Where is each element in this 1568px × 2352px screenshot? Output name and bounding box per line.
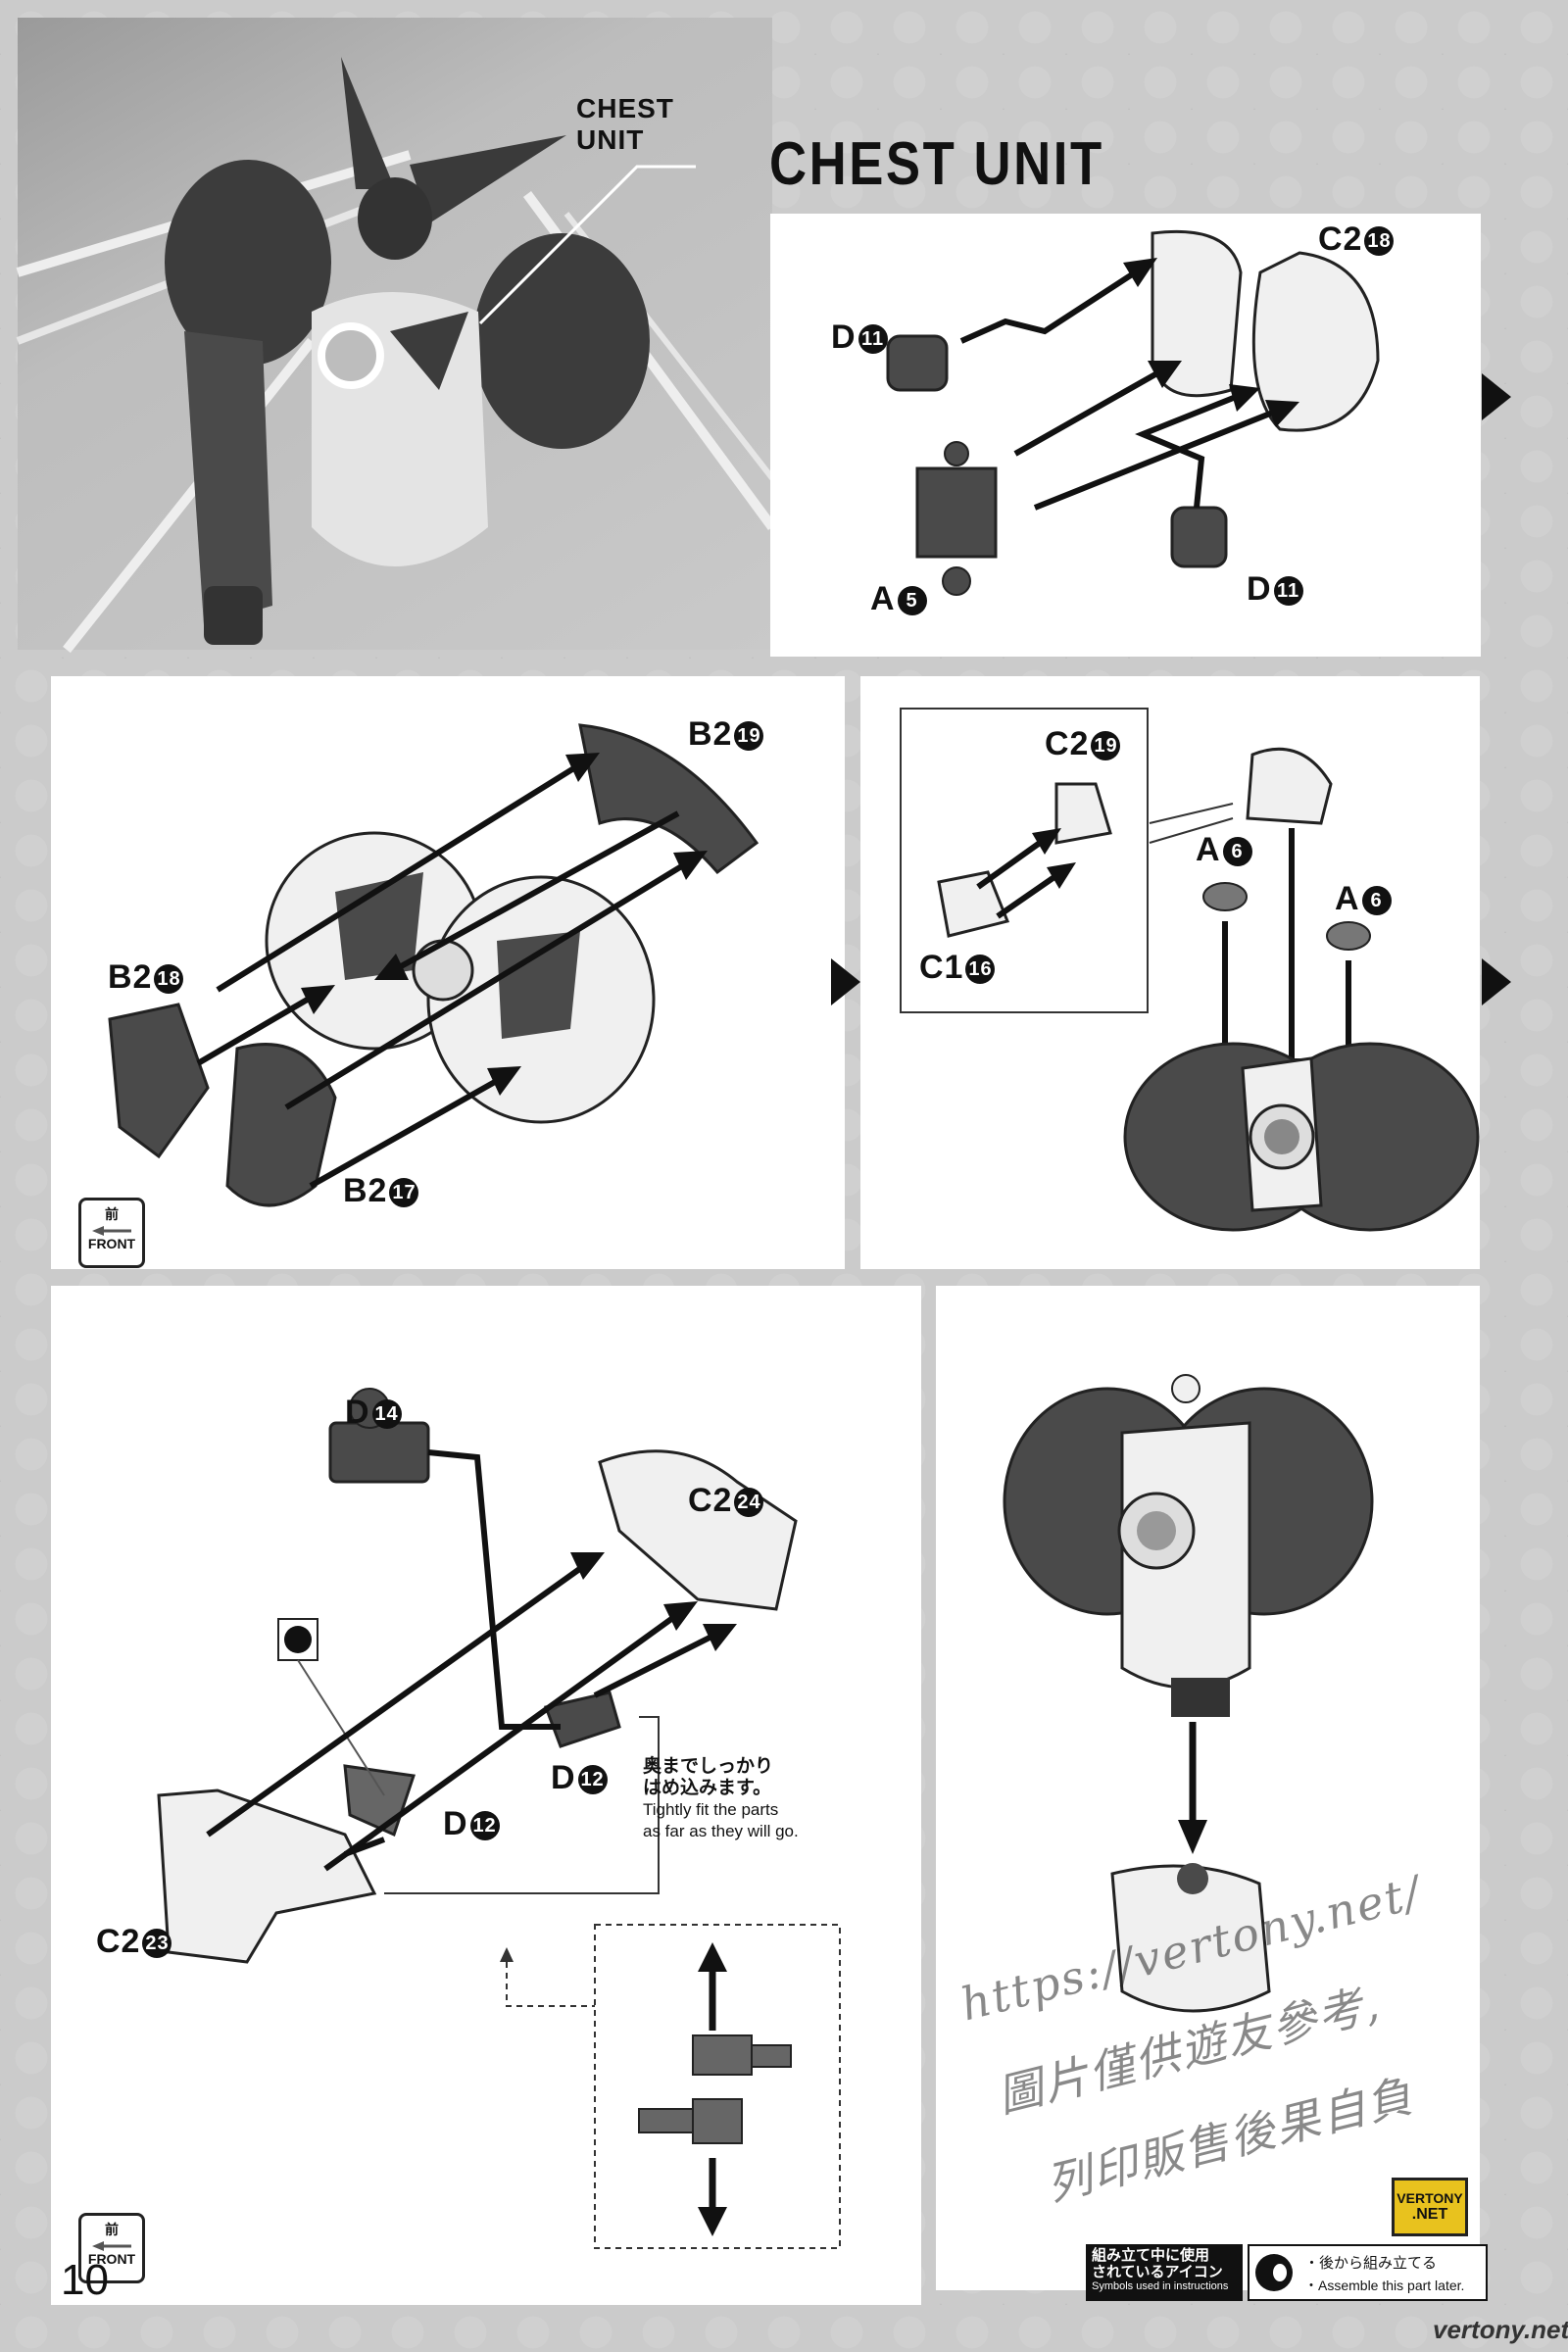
- legend-icon-box: ・後から組み立てる ・Assemble this part later.: [1248, 2244, 1488, 2301]
- front-direction-icon: 前 FRONT: [78, 1198, 145, 1268]
- legend-title-jp: 組み立て中に使用 されているアイコン: [1092, 2247, 1223, 2280]
- step5-diagram: [1003, 1374, 1374, 2013]
- step1-panel: [770, 214, 1481, 657]
- assemble-later-icon: [1255, 2254, 1293, 2291]
- legend-title-en: Symbols used in instructions: [1092, 2280, 1229, 2292]
- front-arrow-icon: [92, 1226, 131, 1236]
- next-step-arrow-2: [831, 958, 860, 1005]
- legend-title-box: 組み立て中に使用 されているアイコン Symbols used in instr…: [1086, 2244, 1243, 2301]
- step3-diagram: [937, 747, 1480, 1232]
- next-step-arrow-1: [1482, 373, 1511, 420]
- robot-photo: [16, 18, 777, 654]
- fit-note: 奥までしっかり はめ込みます。 Tightly fit the parts as…: [643, 1756, 799, 1842]
- next-step-arrow-3: [1482, 958, 1511, 1005]
- fit-note-en: Tightly fit the parts as far as they wil…: [643, 1800, 799, 1840]
- fit-note-jp: 奥までしっかり はめ込みます。: [643, 1756, 774, 1798]
- front-arrow-icon-2: [92, 2241, 131, 2251]
- step2-diagram: [108, 723, 760, 1207]
- step1-diagram: [886, 229, 1380, 596]
- vertony-logo: VERTONY .NET: [1392, 2178, 1468, 2236]
- icon-legend: 組み立て中に使用 されているアイコン Symbols used in instr…: [1086, 2244, 1488, 2303]
- section-title: CHEST UNIT: [769, 130, 1104, 198]
- callout-leader-line: [478, 165, 696, 325]
- legend-desc-jp: ・後から組み立てる: [1304, 2255, 1438, 2272]
- front-direction-icon-2: 前 FRONT: [78, 2213, 145, 2283]
- legend-desc-en: ・Assemble this part later.: [1304, 2278, 1465, 2293]
- page-number: 10: [61, 2256, 109, 2304]
- corner-watermark: vertony.net: [1433, 2315, 1568, 2344]
- robot-photo-illustration: [16, 57, 777, 654]
- photo-callout-label: CHEST UNIT: [576, 93, 674, 155]
